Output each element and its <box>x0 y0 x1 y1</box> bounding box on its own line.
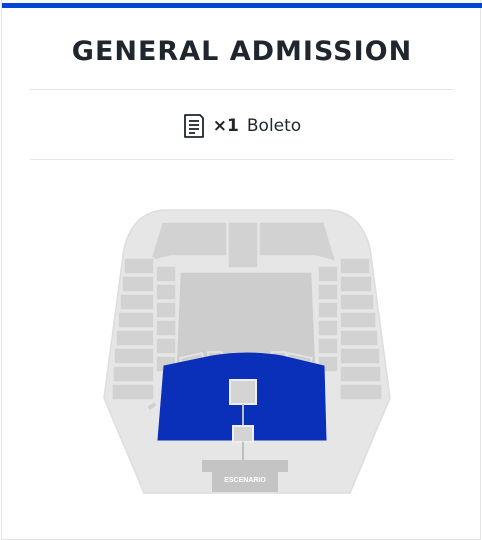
accent-bar <box>2 3 482 8</box>
floor-section <box>175 271 317 368</box>
venue-seat-map: ESCENARIO <box>102 208 392 508</box>
divider <box>30 159 454 160</box>
ticket-icon <box>183 113 205 139</box>
ticket-quantity: ×1 <box>212 116 239 136</box>
divider <box>30 89 454 90</box>
platforms <box>229 379 257 460</box>
ticket-label: Boleto <box>246 116 302 136</box>
stage: ESCENARIO <box>202 460 288 492</box>
section-top-center <box>227 221 259 269</box>
ticket-quantity-row: ×1 Boleto <box>2 112 482 140</box>
section-title: GENERAL ADMISSION <box>71 36 413 67</box>
upper-tier-sections <box>111 221 383 401</box>
stage-label: ESCENARIO <box>224 477 266 484</box>
